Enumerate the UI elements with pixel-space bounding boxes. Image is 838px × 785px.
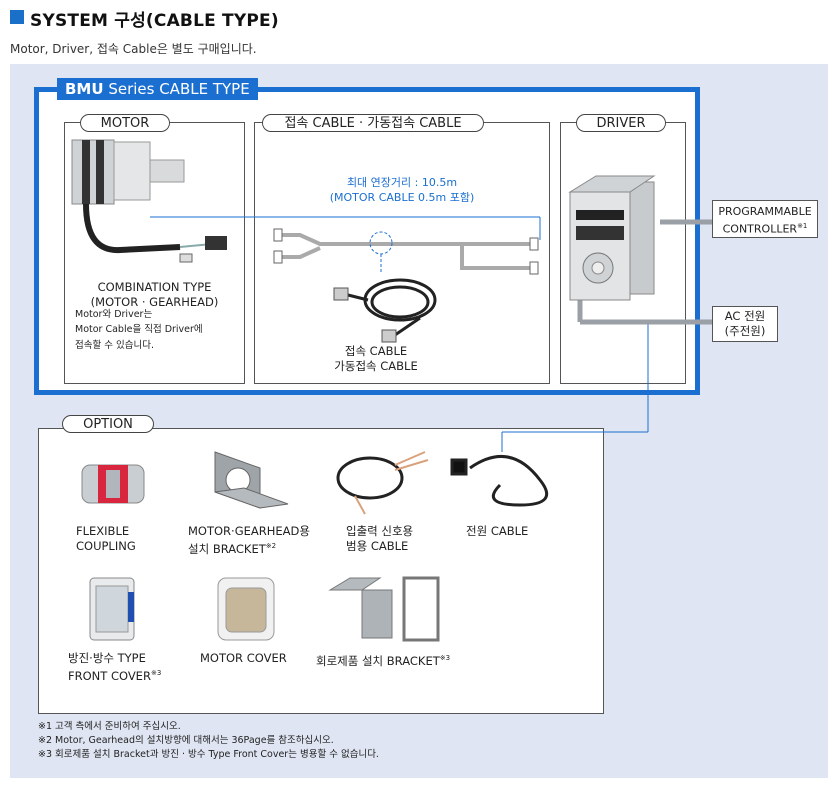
- option-item-3-line2: 범용 CABLE: [346, 539, 409, 553]
- cable-caption-line1: 접속 CABLE: [344, 344, 408, 358]
- cable-caption-line2: 가동접속 CABLE: [334, 359, 418, 373]
- footnote-2: ※2 Motor, Gearhead의 설치방향에 대해서는 36Page를 참…: [38, 735, 334, 746]
- max-extension-line1: 최대 연장거리 : 10.5m: [346, 176, 458, 189]
- page-subtitle: Motor, Driver, 접속 Cable은 별도 구매입니다.: [10, 42, 257, 56]
- option-item-1-line1: FLEXIBLE: [76, 524, 130, 538]
- option-item-7-sup: ※3: [439, 654, 451, 662]
- option-label: OPTION: [62, 415, 154, 433]
- option-item-2-sup: ※2: [265, 542, 277, 550]
- programmable-line2-text: CONTROLLER: [722, 222, 798, 236]
- option-item-3: 입출력 신호용 범용 CABLE: [346, 524, 413, 554]
- programmable-line2: CONTROLLER※1: [712, 219, 818, 237]
- option-item-1: FLEXIBLE COUPLING: [76, 524, 136, 554]
- option-item-7: 회로제품 설치 BRACKET※3: [316, 651, 450, 669]
- motor-note-line3: 접속할 수 있습니다.: [75, 340, 154, 351]
- page-title: SYSTEM 구성(CABLE TYPE): [30, 11, 279, 31]
- series-tab-bold: BMU: [65, 80, 104, 98]
- option-item-5-line1: 방진·방수 TYPE: [68, 651, 146, 665]
- option-item-2-line2: 설치 BRACKET: [188, 541, 266, 556]
- footnote-3: ※3 회로제품 설치 Bracket과 방진 · 방수 Type Front C…: [38, 749, 379, 760]
- ac-line1: AC 전원: [724, 309, 766, 323]
- option-item-5-line2: FRONT COVER: [68, 668, 151, 683]
- option-item-3-line1: 입출력 신호용: [346, 524, 414, 538]
- title-marker: [10, 10, 24, 24]
- coupling-illustration: [81, 464, 145, 504]
- footnote-1: ※1 고객 측에서 준비하여 주십시오.: [38, 721, 181, 732]
- motor-cover-illustration: [217, 577, 275, 641]
- motor-note-line1: Motor와 Driver는: [75, 309, 153, 320]
- option-item-4: 전원 CABLE: [466, 524, 528, 539]
- option-item-2-line1: MOTOR·GEARHEAD용: [188, 524, 310, 538]
- programmable-line1: PROGRAMMABLE: [718, 205, 812, 218]
- programmable-controller-box: [712, 200, 818, 238]
- power-cable-illustration: [450, 454, 549, 507]
- driver-label: DRIVER: [576, 114, 666, 132]
- io-cable-illustration: [336, 451, 429, 515]
- option-item-4-line1: 전원 CABLE: [466, 524, 529, 538]
- option-item-5-sup: ※3: [150, 669, 162, 677]
- circuit-bracket-illustration: [328, 576, 440, 642]
- option-item-2: MOTOR·GEARHEAD용 설치 BRACKET※2: [188, 524, 310, 557]
- series-tab-rest: Series CABLE TYPE: [103, 80, 250, 98]
- option-item-6-line1: MOTOR COVER: [200, 651, 287, 665]
- motor-label: MOTOR: [80, 114, 170, 132]
- option-item-1-line2: COUPLING: [76, 539, 136, 553]
- max-extension-line2: (MOTOR CABLE 0.5m 포함): [329, 191, 475, 204]
- cable-coil: [333, 278, 437, 343]
- motor-caption-line2: (MOTOR · GEARHEAD): [90, 295, 219, 309]
- ac-line2: (주전원): [724, 324, 766, 338]
- gray-wires: [577, 219, 712, 325]
- series-tab: BMU Series CABLE TYPE: [57, 78, 258, 100]
- option-item-5: 방진·방수 TYPE FRONT COVER※3: [68, 651, 161, 684]
- bracket-illustration: [214, 451, 289, 509]
- motor-illustration: [71, 139, 227, 263]
- option-item-7-line1: 회로제품 설치 BRACKET: [316, 653, 440, 668]
- front-cover-illustration: [89, 577, 135, 641]
- ac-power-box: [712, 306, 778, 342]
- motor-caption-line1: COMBINATION TYPE: [97, 280, 212, 294]
- cable-section: [254, 122, 550, 384]
- motor-note-line2: Motor Cable을 직접 Driver에: [75, 324, 203, 335]
- driver-illustration: [568, 175, 656, 301]
- programmable-sup: ※1: [797, 222, 808, 230]
- cable-schematic: [273, 228, 539, 275]
- cable-label: 접속 CABLE · 가동접속 CABLE: [262, 114, 484, 132]
- option-item-6: MOTOR COVER: [200, 651, 287, 666]
